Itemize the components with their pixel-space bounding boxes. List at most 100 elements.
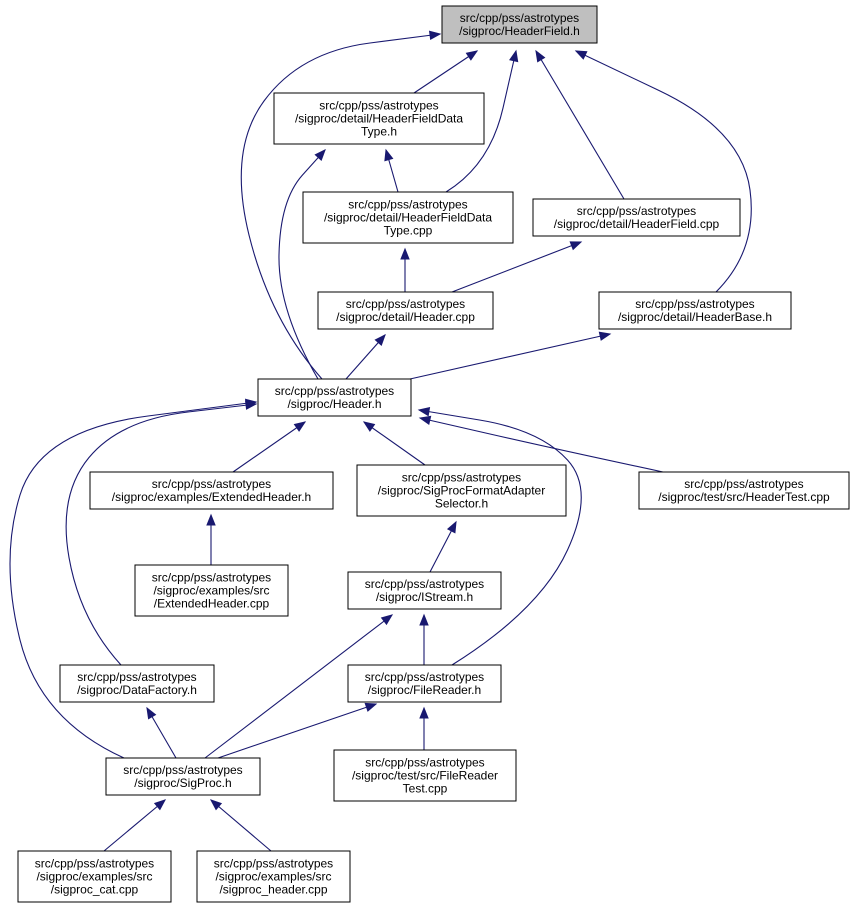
edge-line (409, 333, 611, 380)
node-label-line: /sigproc/detail/Header.cpp (336, 310, 475, 324)
node-box (317, 291, 494, 330)
edge-line (232, 421, 306, 473)
edge-header-h-to-headerfield-h (240, 30, 442, 380)
arrowhead-icon (384, 148, 394, 162)
arrowhead-icon (419, 613, 429, 626)
node-label-line: Type.h (361, 125, 397, 139)
edge-line (210, 799, 272, 852)
node-datafactory-h[interactable]: src/cpp/pss/astrotypes/sigproc/DataFacto… (59, 664, 215, 703)
node-box (257, 378, 412, 417)
node-label-line: /sigproc/detail/HeaderBase.h (618, 310, 772, 324)
node-sigproc-cat-cpp[interactable]: src/cpp/pss/astrotypes/sigproc/examples/… (17, 850, 172, 903)
node-box (356, 464, 567, 517)
node-label-line: src/cpp/pss/astrotypes (365, 756, 484, 770)
node-label-line: /sigproc/SigProc.h (134, 776, 231, 790)
arrowhead-icon (146, 706, 157, 720)
node-label-line: src/cpp/pss/astrotypes (123, 763, 242, 777)
edge-filereadertest-cpp-to-filereader-h (419, 706, 429, 750)
node-box (638, 471, 850, 510)
node-headerfielddatatype-cpp[interactable]: src/cpp/pss/astrotypes/sigproc/detail/He… (302, 191, 514, 244)
node-box (302, 191, 514, 244)
edge-line (451, 241, 582, 293)
edge-line (535, 50, 625, 200)
node-label-line: src/cpp/pss/astrotypes (275, 384, 394, 398)
edges-layer (9, 30, 752, 852)
node-label-line: /sigproc/examples/src (215, 870, 331, 884)
arrowhead-icon (418, 415, 432, 425)
node-sigproc-h[interactable]: src/cpp/pss/astrotypes/sigproc/SigProc.h (105, 757, 261, 796)
arrowhead-icon (293, 421, 307, 432)
node-box (347, 571, 502, 610)
node-filereadertest-cpp[interactable]: src/cpp/pss/astrotypes/sigproc/test/src/… (333, 749, 517, 802)
edge-extendedheader-cpp-to-extendedheader-h (206, 513, 216, 565)
node-headertest-cpp[interactable]: src/cpp/pss/astrotypes/sigproc/test/src/… (638, 471, 850, 510)
node-box (89, 471, 334, 510)
node-label-line: src/cpp/pss/astrotypes (460, 11, 579, 25)
edge-headertest-cpp-to-header-h (418, 415, 664, 473)
node-headerfielddatatype-h[interactable]: src/cpp/pss/astrotypes/sigproc/detail/He… (273, 92, 485, 145)
arrowhead-icon (569, 241, 583, 251)
node-label-line: src/cpp/pss/astrotypes (402, 471, 521, 485)
node-label-line: /sigproc/examples/src (153, 584, 269, 598)
arrowhead-icon (535, 49, 546, 63)
node-label-line: /sigproc/examples/src (36, 870, 152, 884)
node-headerfield-h: src/cpp/pss/astrotypes/sigproc/HeaderFie… (441, 5, 598, 44)
node-header-h[interactable]: src/cpp/pss/astrotypes/sigproc/Header.h (257, 378, 412, 417)
edge-line (65, 403, 257, 666)
edge-line (240, 33, 441, 380)
arrowhead-icon (598, 331, 612, 341)
arrowhead-icon (362, 421, 376, 432)
node-headerfield-cpp[interactable]: src/cpp/pss/astrotypes/sigproc/detail/He… (532, 198, 741, 237)
node-label-line: /sigproc/detail/HeaderField.cpp (554, 217, 720, 231)
edge-headerbase-h-to-headerfield-h (574, 50, 752, 293)
edge-istream-h-to-sigprocformatadapterselector-h (429, 520, 457, 573)
node-label-line: src/cpp/pss/astrotypes (35, 857, 154, 871)
node-label-line: src/cpp/pss/astrotypes (348, 198, 467, 212)
edge-detail-header-cpp-to-headerfielddatatype-cpp (400, 247, 410, 292)
node-label-line: /sigproc_header.cpp (219, 883, 327, 897)
arrowhead-icon (244, 398, 258, 409)
node-box (273, 92, 485, 145)
edge-datafactory-h-to-header-h (65, 400, 258, 666)
node-label-line: /sigproc/detail/HeaderFieldData (324, 211, 492, 225)
node-label-line: src/cpp/pss/astrotypes (365, 577, 484, 591)
arrowhead-icon (400, 247, 410, 260)
edge-headerfield-cpp-to-headerfield-h (535, 49, 625, 200)
edge-line (278, 149, 326, 380)
node-label-line: Type.cpp (384, 224, 433, 238)
edge-sigproc-h-to-istream-h (204, 614, 394, 759)
arrowhead-icon (417, 407, 431, 417)
node-filereader-h[interactable]: src/cpp/pss/astrotypes/sigproc/FileReade… (347, 664, 502, 703)
node-sigprocformatadapterselector-h[interactable]: src/cpp/pss/astrotypes/sigproc/SigProcFo… (356, 464, 567, 517)
arrowhead-icon (380, 614, 394, 626)
nodes-layer: src/cpp/pss/astrotypes/sigproc/HeaderFie… (17, 5, 850, 903)
arrowhead-icon (314, 148, 326, 161)
node-box (17, 850, 172, 903)
node-box (347, 664, 502, 703)
edge-sigproc-header-cpp-to-sigproc-h (209, 799, 272, 852)
node-headerbase-h[interactable]: src/cpp/pss/astrotypes/sigproc/detail/He… (598, 291, 792, 330)
edge-detail-header-cpp-to-headerfield-cpp (451, 241, 583, 293)
edge-header-h-to-detail-header-cpp (345, 333, 386, 380)
node-extendedheader-h[interactable]: src/cpp/pss/astrotypes/sigproc/examples/… (89, 471, 334, 510)
edge-line (575, 50, 752, 293)
node-label-line: /sigproc/FileReader.h (368, 683, 481, 697)
node-label-line: /sigproc/HeaderField.h (459, 24, 580, 38)
arrowhead-icon (428, 30, 442, 41)
node-extendedheader-cpp[interactable]: src/cpp/pss/astrotypes/sigproc/examples/… (134, 564, 289, 617)
node-label-line: src/cpp/pss/astrotypes (152, 477, 271, 491)
node-label-line: /sigproc/Header.h (287, 397, 381, 411)
edge-sigproc-h-to-header-h (9, 398, 258, 759)
node-detail-header-cpp[interactable]: src/cpp/pss/astrotypes/sigproc/detail/He… (317, 291, 494, 330)
edge-line (217, 703, 377, 759)
node-label-line: src/cpp/pss/astrotypes (77, 670, 196, 684)
node-box (532, 198, 741, 237)
node-sigproc-header-cpp[interactable]: src/cpp/pss/astrotypes/sigproc/examples/… (196, 850, 351, 903)
node-box (59, 664, 215, 703)
node-label-line: /sigproc/DataFactory.h (77, 683, 197, 697)
node-label-line: /sigproc/IStream.h (376, 590, 473, 604)
edge-line (363, 421, 426, 466)
arrowhead-icon (465, 50, 479, 61)
node-istream-h[interactable]: src/cpp/pss/astrotypes/sigproc/IStream.h (347, 571, 502, 610)
arrowhead-icon (364, 702, 378, 712)
